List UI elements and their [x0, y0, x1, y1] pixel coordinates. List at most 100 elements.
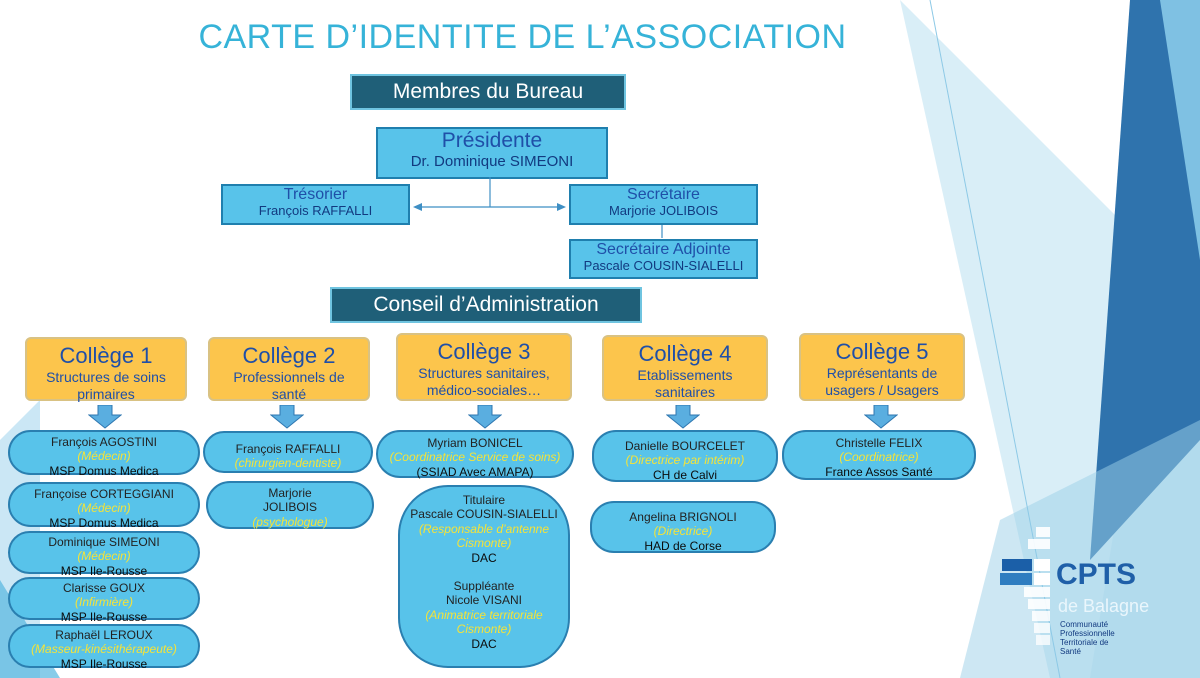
member-org: HAD de Corse: [644, 538, 722, 553]
member-name-1: Marjorie: [268, 486, 312, 500]
presidente-role: Présidente: [441, 129, 543, 152]
college-4-title: Collège 4: [638, 341, 732, 366]
member-name-2: JOLIBOIS: [262, 500, 318, 515]
cpts-logo-icon: [1000, 527, 1050, 645]
member-role: (psychologue): [252, 514, 328, 529]
member-role: (Directrice par intérim): [625, 453, 745, 468]
titulaire-role-2: Cismonte): [456, 536, 512, 551]
suppleant-label: Suppléante: [453, 578, 515, 593]
titulaire-label: Titulaire: [462, 493, 506, 507]
member-org: MSP Domus Medica: [49, 463, 159, 478]
member-name: François RAFFALLI: [235, 442, 341, 456]
titulaire-role-1: (Responsable d’antenne: [418, 521, 550, 536]
college-3-desc-2: médico-sociales…: [426, 382, 542, 399]
member-role: (Coordinatrice Service de soins): [389, 450, 561, 465]
secretaire-adjointe-box: Secrétaire Adjointe Pascale COUSIN-SIALE…: [569, 239, 758, 279]
page-title: CARTE D’IDENTITE DE L’ASSOCIATION: [198, 18, 847, 56]
secretaire-box: Secrétaire Marjorie JOLIBOIS: [569, 184, 758, 225]
college-5-desc-1: Représentants de: [826, 365, 938, 382]
down-arrow-icon: [666, 405, 700, 429]
secretaire-role: Secrétaire: [627, 186, 700, 203]
member-c1-3: Dominique SIMEONI (Médecin) MSP Ile-Rous…: [8, 531, 200, 578]
member-c1-4: Clarisse GOUX (Infirmière) MSP Ile-Rouss…: [8, 577, 200, 624]
college-5: Collège 5 Représentants de usagers / Usa…: [799, 333, 965, 401]
member-role: (Infirmière): [74, 595, 133, 610]
bureau-banner: Membres du Bureau: [350, 74, 626, 110]
member-org: France Assos Santé: [825, 464, 933, 479]
titulaire-org: DAC: [471, 550, 497, 565]
member-role: (Coordinatrice): [839, 450, 919, 465]
logo-sub-1: Communauté: [1060, 620, 1109, 629]
college-2-desc-2: santé: [271, 386, 307, 403]
tresorier-box: Trésorier François RAFFALLI: [221, 184, 410, 225]
college-5-desc-2: usagers / Usagers: [825, 382, 939, 399]
member-role: (Médecin): [77, 501, 131, 516]
member-c5-1: Christelle FELIX (Coordinatrice) France …: [782, 430, 976, 480]
down-arrow-icon: [864, 405, 898, 429]
member-c4-2: Angelina BRIGNOLI (Directrice) HAD de Co…: [590, 501, 776, 553]
titulaire-name: Pascale COUSIN-SIALELLI: [410, 507, 558, 522]
member-name: Myriam BONICEL: [427, 436, 523, 450]
college-4-desc-1: Etablissements: [637, 367, 733, 384]
logo-sub-4: Santé: [1060, 647, 1081, 656]
college-2-desc-1: Professionnels de: [233, 369, 345, 386]
member-role: (Directrice): [653, 524, 713, 539]
member-c2-2: Marjorie JOLIBOIS (psychologue): [206, 481, 374, 529]
college-1-desc-2: primaires: [77, 386, 135, 403]
member-org: (SSIAD Avec AMAPA): [416, 464, 534, 479]
college-3-desc-1: Structures sanitaires,: [418, 365, 550, 382]
suppleant-org: DAC: [471, 636, 497, 651]
member-org: MSP Ile-Rousse: [60, 563, 148, 578]
college-5-title: Collège 5: [835, 339, 929, 364]
presidente-box: Présidente Dr. Dominique SIMEONI: [376, 127, 608, 179]
tresorier-role: Trésorier: [283, 186, 348, 203]
member-c1-5: Raphaël LEROUX (Masseur-kinésithérapeute…: [8, 624, 200, 671]
secretaire-name: Marjorie JOLIBOIS: [608, 203, 719, 219]
suppleant-role-1: (Animatrice territoriale: [425, 607, 543, 622]
tresorier-name: François RAFFALLI: [258, 203, 373, 219]
member-c1-2: Françoise CORTEGGIANI (Médecin) MSP Domu…: [8, 482, 200, 530]
member-c2-1: François RAFFALLI (chirurgien-dentiste): [203, 431, 373, 473]
college-1-desc-1: Structures de soins: [46, 369, 166, 386]
member-org: MSP Ile-Rousse: [60, 609, 148, 624]
college-4: Collège 4 Etablissements sanitaires: [602, 335, 768, 401]
college-4-desc-2: sanitaires: [655, 384, 715, 401]
member-name: François AGOSTINI: [50, 435, 158, 449]
down-arrow-icon: [270, 405, 304, 429]
member-role: (chirurgien-dentiste): [234, 456, 342, 471]
suppleant-role-2: Cismonte): [456, 622, 512, 637]
suppleant-name: Nicole VISANI: [445, 593, 523, 608]
logo-sub-2: Professionnelle: [1060, 629, 1115, 638]
college-2-title: Collège 2: [242, 343, 336, 368]
member-role: (Masseur-kinésithérapeute): [31, 642, 177, 657]
logo-line-2: de Balagne: [1058, 596, 1150, 616]
logo-sub-3: Territoriale de: [1060, 638, 1109, 647]
member-role: (Médecin): [77, 449, 131, 464]
member-org: MSP Domus Medica: [49, 515, 159, 530]
member-name: Dominique SIMEONI: [48, 535, 160, 549]
member-role: (Médecin): [77, 549, 131, 564]
college-3: Collège 3 Structures sanitaires, médico-…: [396, 333, 572, 401]
secretaire-adjointe-name: Pascale COUSIN-SIALELLI: [583, 258, 744, 274]
member-name: Christelle FELIX: [835, 436, 923, 450]
member-c3-dac: Titulaire Pascale COUSIN-SIALELLI (Respo…: [398, 485, 570, 668]
down-arrow-icon: [468, 405, 502, 429]
member-name: Clarisse GOUX: [62, 581, 145, 595]
member-c1-1: François AGOSTINI (Médecin) MSP Domus Me…: [8, 430, 200, 478]
logo-line-1: CPTS: [1056, 558, 1137, 591]
logo-subtitle: Communauté Professionnelle Territoriale …: [1060, 620, 1115, 656]
presidente-name: Dr. Dominique SIMEONI: [410, 153, 574, 171]
down-arrow-icon: [88, 405, 122, 429]
member-org: MSP Ile-Rousse: [60, 656, 148, 671]
conseil-banner: Conseil d’Administration: [330, 287, 642, 323]
member-name: Danielle BOURCELET: [624, 439, 746, 453]
member-name: Raphaël LEROUX: [55, 628, 153, 642]
college-1-title: Collège 1: [59, 343, 153, 368]
secretaire-adjointe-role: Secrétaire Adjointe: [596, 241, 731, 258]
member-c4-1: Danielle BOURCELET (Directrice par intér…: [592, 430, 778, 482]
college-1: Collège 1 Structures de soins primaires: [25, 337, 187, 403]
member-name: Angelina BRIGNOLI: [629, 510, 737, 524]
member-c3-1: Myriam BONICEL (Coordinatrice Service de…: [376, 430, 574, 479]
